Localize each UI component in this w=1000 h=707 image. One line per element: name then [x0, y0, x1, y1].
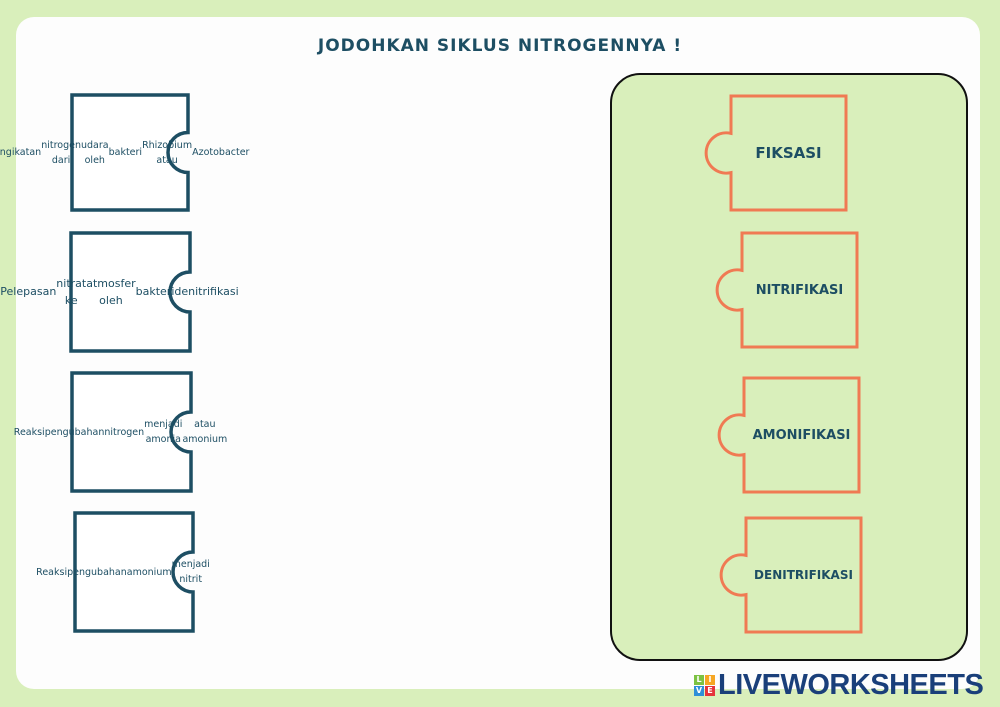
- text-line: nitrat ke: [56, 276, 87, 308]
- brand-name: LIVEWORKSHEETS: [718, 669, 984, 701]
- text-line: Rhizobium atau: [142, 139, 193, 166]
- text-line: Pengikatan: [0, 147, 42, 158]
- badge-letter: L: [694, 675, 704, 685]
- text-line: menjadi nitrit: [171, 559, 210, 585]
- text-line: pengubahan: [44, 426, 105, 438]
- puzzle-shape: [704, 94, 848, 212]
- answer-piece[interactable]: DENITRIFIKASI: [719, 516, 863, 634]
- text-line: menjadi amonia: [144, 419, 183, 445]
- text-line: atmosfer oleh: [86, 276, 136, 308]
- text-line: pengubahan: [67, 566, 127, 578]
- page-title: JODOHKAN SIKLUS NITROGENNYA !: [317, 36, 683, 56]
- puzzle-shape: [69, 231, 192, 353]
- text-line: atau amonium: [182, 419, 228, 445]
- text-line: nitrogen dari: [41, 139, 81, 166]
- badge-letter: E: [705, 686, 715, 696]
- text-line: Reaksi: [36, 566, 68, 578]
- text-line: Reaksi: [13, 426, 45, 438]
- answer-piece[interactable]: NITRIFIKASI: [715, 231, 859, 349]
- text-line: nitrogen: [104, 426, 145, 438]
- answer-label: AMONIFIKASI: [752, 427, 851, 443]
- answer-label: FIKSASI: [755, 144, 822, 162]
- text-line: Azotobacter: [192, 147, 250, 158]
- puzzle-shape: [719, 516, 863, 634]
- text-line: bakteri: [135, 285, 175, 299]
- badge-letter: V: [694, 686, 704, 696]
- badge-letter: I: [705, 675, 715, 685]
- live-badge-icon: L I V E: [694, 675, 715, 696]
- puzzle-shape: [73, 511, 195, 633]
- answer-label: NITRIFIKASI: [755, 282, 844, 298]
- puzzle-shape: [70, 371, 193, 493]
- text-line: bakteri: [108, 147, 143, 158]
- answer-label: DENITRIFIKASI: [754, 568, 853, 582]
- answer-piece[interactable]: AMONIFIKASI: [717, 376, 861, 494]
- puzzle-shape: [717, 376, 861, 494]
- liveworksheets-logo: L I V E LIVEWORKSHEETS: [694, 669, 984, 702]
- puzzle-shape: [715, 231, 859, 349]
- puzzle-shape: [70, 93, 190, 212]
- text-line: Pelepasan: [0, 285, 57, 299]
- answer-piece[interactable]: FIKSASI: [704, 94, 848, 212]
- text-line: amonium: [126, 566, 172, 578]
- text-line: denitrifikasi: [174, 285, 239, 299]
- text-line: udara oleh: [80, 139, 109, 166]
